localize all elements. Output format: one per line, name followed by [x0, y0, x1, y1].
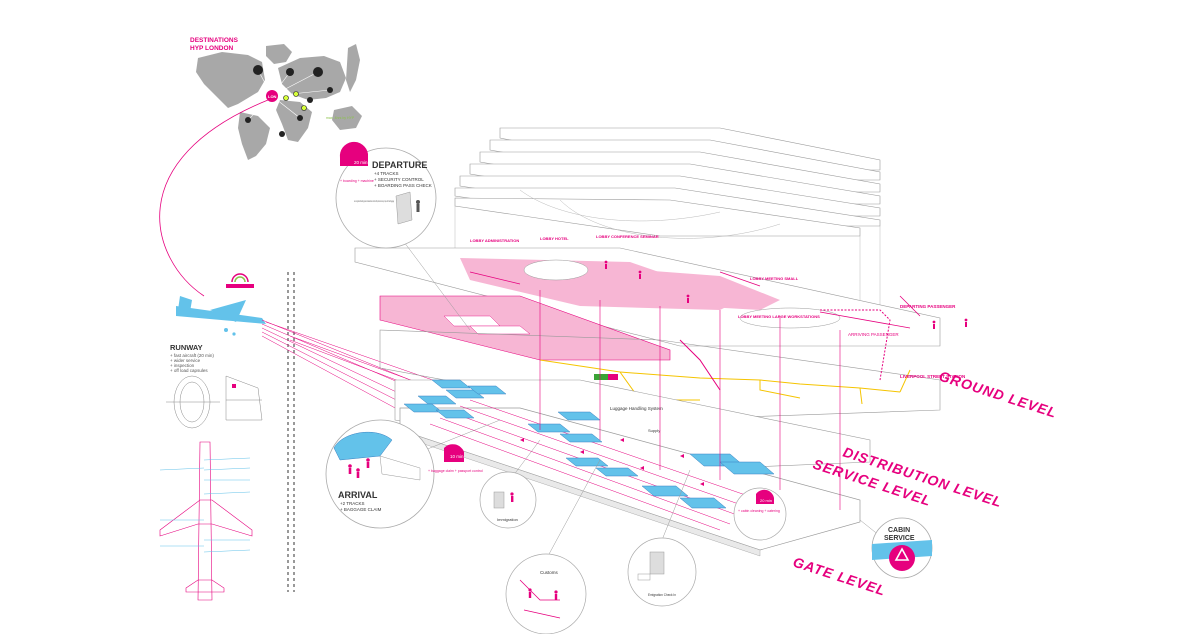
immigration-callout: Immigration — [479, 439, 541, 529]
green-gate-marker — [594, 374, 608, 380]
departure-note-left: + boarding + machine — [340, 179, 374, 183]
lobby-conference-label: LOBBY CONFERENCE SEMINAR — [596, 234, 659, 239]
arrival-item-2: + BAGGAGE CLAIM — [340, 507, 382, 512]
continent-japan — [346, 44, 360, 92]
destinations-map: DESTINATIONS HYP LONDON — [190, 37, 362, 160]
arrival-title: ARRIVAL — [338, 490, 378, 500]
runway-item-1: + fast aircraft (20 min) — [170, 353, 214, 358]
hub-label: LON — [268, 94, 277, 99]
aircraft-tail — [178, 296, 192, 312]
aircraft-plan-drawing — [159, 441, 253, 601]
departure-item-3: + BOARDING PASS CHECK — [374, 183, 432, 188]
cabin-time: 20 min — [760, 498, 772, 503]
runway-item-2: + wider service — [170, 358, 201, 363]
lobby-administration-label: LOBBY ADMINISTRATION — [470, 238, 519, 243]
departure-item-1: +4 TRACKS — [374, 171, 399, 176]
departure-title: DEPARTURE — [372, 160, 427, 170]
lobby-meeting-large-label: LOBBY MEETING LARGE WORKSTATIONS — [738, 314, 820, 319]
runway-item-4: + off load capsules — [170, 368, 208, 373]
lobby-meeting-small-label: LOBBY MEETING SMALL — [750, 276, 799, 281]
departure-item-2: + SECURITY CONTROL — [374, 177, 424, 182]
immigration-label: Immigration — [497, 517, 518, 522]
continent-australia — [332, 106, 362, 130]
ground-level-label: GROUND LEVEL — [937, 368, 1059, 421]
direction-arrows — [520, 438, 704, 486]
ground-level-lobby-labels: LOBBY ADMINISTRATION LOBBY HOTEL LOBBY C… — [470, 234, 820, 319]
arrival-note: + baggage claim + passport control — [428, 469, 483, 473]
upper-floor-slabs — [454, 127, 881, 237]
lobby-hotel-label: LOBBY HOTEL — [540, 236, 569, 241]
arrival-capsule-icon — [333, 432, 393, 461]
rainbow-icon — [226, 273, 254, 288]
map-title-line1: DESTINATIONS — [190, 37, 239, 44]
arrival-people-icons — [348, 458, 370, 478]
departure-note: no recognition/boarding pass multiselect… — [354, 199, 394, 203]
security-gate-icon — [395, 191, 413, 225]
red-gate-marker — [608, 374, 618, 380]
luggage-system-label: Luggage Handling System — [610, 406, 663, 411]
departure-callout: 20 min DEPARTURE +4 TRACKS + SECURITY CO… — [335, 141, 471, 331]
arrival-time-tab — [444, 444, 464, 462]
runway-title: RUNWAY — [170, 343, 203, 352]
continent-south-america — [238, 112, 270, 160]
departure-time: 20 min — [354, 160, 368, 165]
flight-path-arc — [159, 99, 269, 297]
cabin-note: + cabin cleaning + catering — [738, 509, 780, 513]
cabin-service-callout: CABIN SERVICE — [859, 517, 933, 579]
continent-north-america — [196, 52, 265, 108]
arrival-callout: ARRIVAL +2 TRACKS + BAGGAGE CLAIM 10 min… — [325, 419, 501, 529]
aircraft-plan-service-lines — [159, 457, 251, 553]
cabin-time-callout: 20 min + cabin cleaning + catering — [733, 487, 787, 541]
continent-eurasia — [278, 56, 346, 100]
supply-label: Supply — [648, 428, 660, 433]
map-title-line2: HYP LONDON — [190, 45, 234, 52]
ground-level-slab: LOBBY ADMINISTRATION LOBBY HOTEL LOBBY C… — [354, 234, 941, 347]
aircraft-section-drawing — [166, 375, 263, 429]
city-markers — [245, 65, 333, 137]
distribution-level-slab: DEPARTING PASSENGER LIVERPOOL STREET STA… — [379, 295, 965, 421]
service-level-slab: Luggage Handling System Supply — [394, 379, 871, 471]
arrival-time: 10 min — [450, 454, 464, 459]
runway-section: RUNWAY + fast aircraft (20 min) + wider … — [159, 343, 263, 601]
liverpool-station-label: LIVERPOOL STREET STATION — [900, 374, 965, 379]
cabin-service-line1: CABIN — [888, 527, 910, 534]
arriving-passenger-label: ARRIVING PASSENGER — [848, 332, 899, 337]
recycle-icon — [889, 545, 915, 571]
gate-level-label: GATE LEVEL — [791, 554, 888, 599]
arrival-item-1: +2 TRACKS — [340, 501, 365, 506]
continent-greenland — [266, 44, 292, 64]
emigration-callout: Emigration Check In — [627, 469, 697, 607]
capsules — [403, 379, 775, 509]
emigration-label: Emigration Check In — [648, 592, 676, 597]
vertical-connectors — [539, 290, 841, 510]
map-legend: max. 4hrs by HYP — [326, 116, 355, 120]
departure-time-tab — [339, 141, 368, 166]
departing-passenger-label: DEPARTING PASSENGER — [900, 304, 956, 309]
customs-label: Customs — [540, 570, 559, 575]
cabin-service-line2: SERVICE — [884, 535, 915, 542]
aircraft — [176, 296, 266, 336]
aircraft-wing — [210, 300, 246, 322]
hub-marker — [266, 90, 278, 102]
customs-callout: Customs — [505, 459, 601, 634]
people-figures — [604, 260, 968, 329]
runway-item-3: + inspection — [170, 363, 195, 368]
